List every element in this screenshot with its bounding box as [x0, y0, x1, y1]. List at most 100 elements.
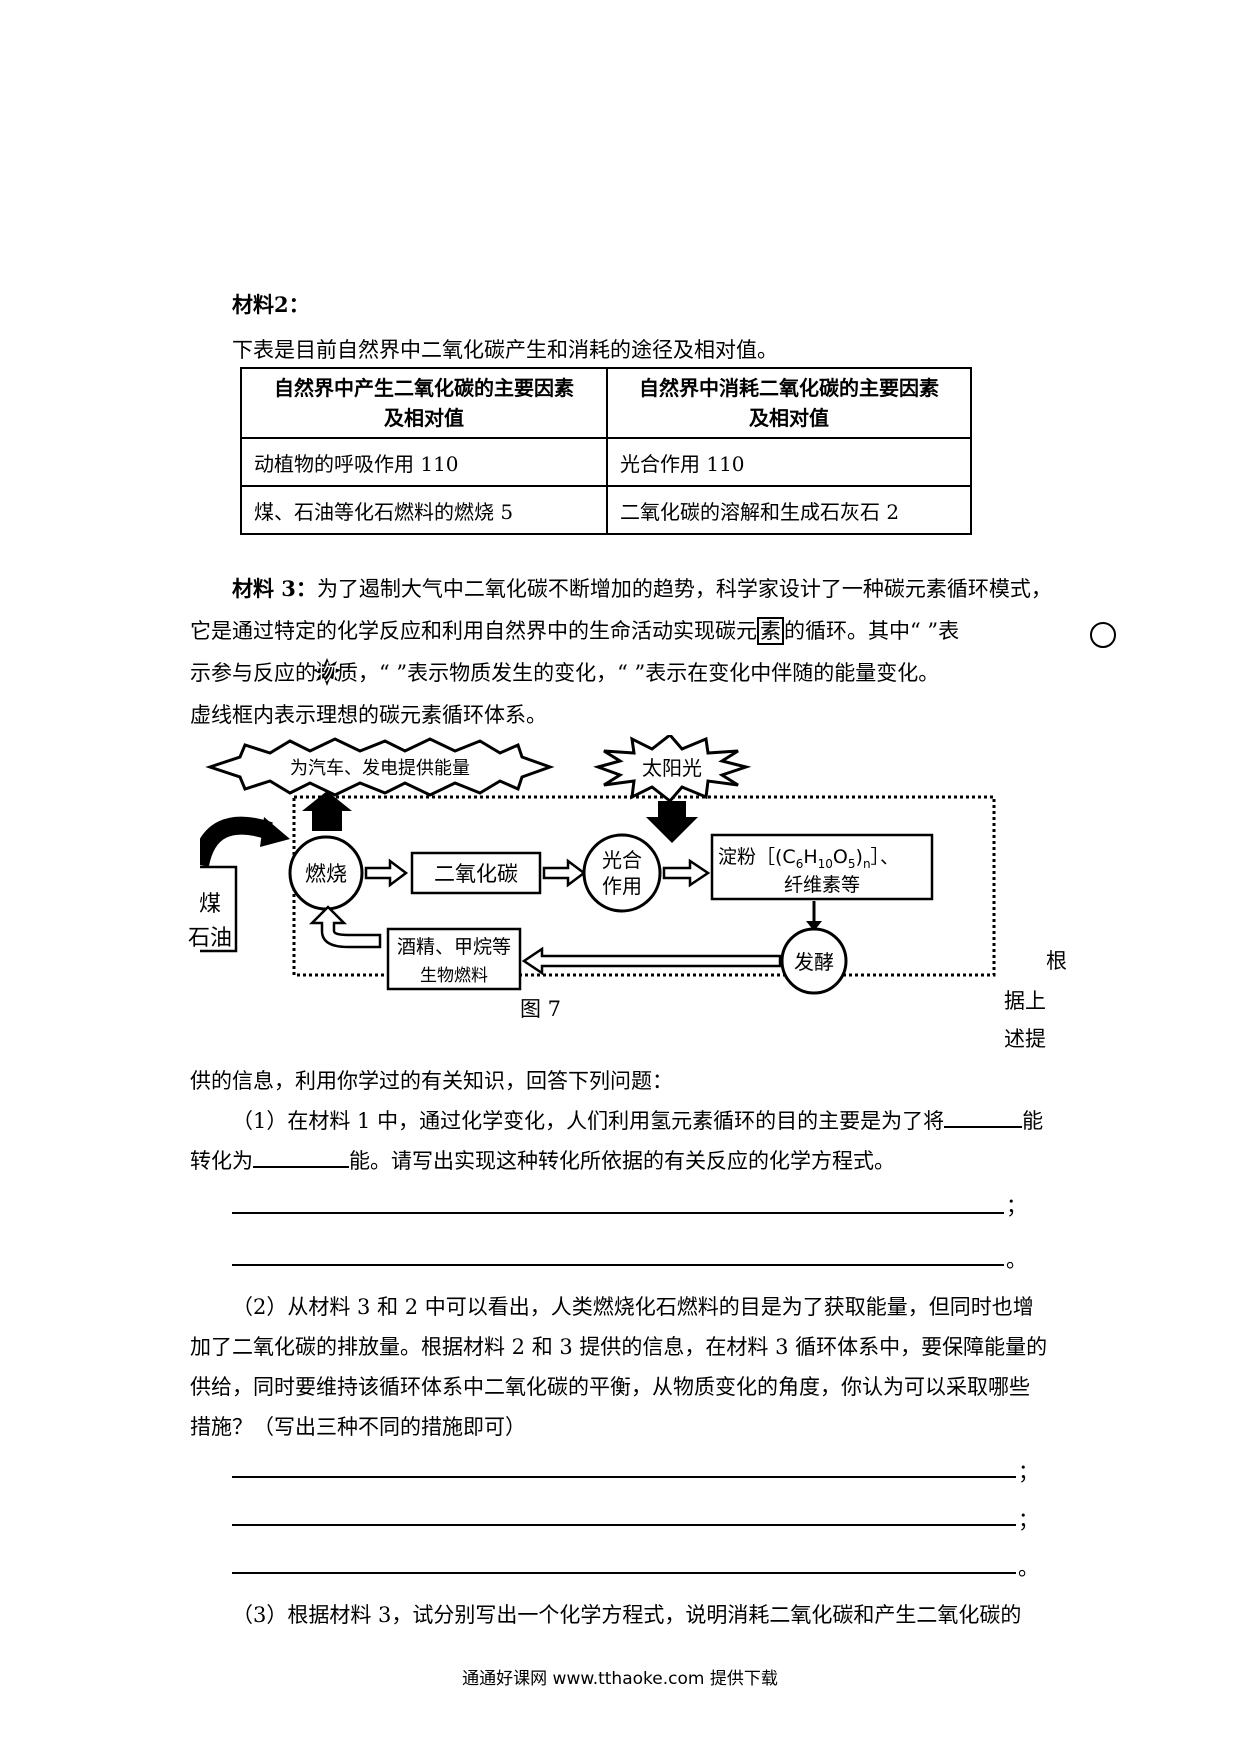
q1-end-2: 。 — [1006, 1248, 1027, 1272]
page-footer: 通通好课网 www.tthaoke.com 提供下载 — [462, 1669, 778, 1689]
q2-answer-line-3[interactable] — [232, 1572, 1016, 1574]
oil-text: 石油 — [187, 926, 232, 951]
q1-line1: （1）在材料 1 中，通过化学变化，人们利用氢元素循环的目的主要是为了将 能 — [232, 1104, 1043, 1138]
co2-text: 二氧化碳 — [434, 862, 518, 886]
figure-caption: 图 7 — [520, 997, 562, 1021]
ferment-text: 发酵 — [794, 950, 834, 974]
q1-answer-line-1[interactable] — [232, 1212, 1004, 1214]
energy-up-arrow — [302, 791, 352, 831]
header-produce-line2: 及相对值 — [384, 406, 464, 430]
energy-output-burst — [205, 737, 555, 797]
starburst-icon — [313, 658, 341, 686]
header-produce-line1: 自然界中产生二氧化碳的主要因素 — [274, 376, 574, 400]
fossil-fuel-curve-arrow — [200, 816, 273, 868]
arrow-biofuel-to-burn — [308, 905, 382, 949]
arrow-co2-to-photosynthesis — [542, 858, 587, 888]
burn-text: 燃烧 — [305, 862, 347, 886]
table-header-produce: 自然界中产生二氧化碳的主要因素 及相对值 — [240, 367, 608, 439]
coal-oil-labels: 煤 石油 — [184, 888, 236, 956]
photosynthesis-node — [582, 833, 662, 913]
energy-output-text: 为汽车、发电提供能量 — [290, 758, 470, 779]
material3-line3: 示参与反应的物质，“ ”表示物质发生的变化，“ ”表示在变化中伴随的能量变化。 — [190, 656, 939, 690]
starch-sub: n — [863, 857, 871, 871]
arrow-burn-to-co2 — [364, 858, 409, 888]
circle-icon — [1090, 622, 1116, 648]
sunlight-text: 太阳光 — [642, 756, 702, 780]
material3-text3b: 物 — [316, 661, 337, 685]
q1-text-b: 能 — [1022, 1109, 1044, 1133]
starch-part: ］、 — [871, 846, 900, 868]
arrow-photosynthesis-to-starch — [662, 858, 711, 888]
material3-line4: 虚线框内表示理想的碳元素循环体系。 — [190, 703, 547, 727]
material3-text3c: 质，“ ”表示物质发生的变化，“ ”表示在变化中伴随的能量变化。 — [337, 661, 940, 685]
material3-line1: 材料 3：为了遏制大气中二氧化碳不断增加的趋势，科学家设计了一种碳元素循环模式， — [232, 572, 1052, 606]
carbon-cycle-diagram: 为汽车、发电提供能量 太阳光 燃烧 二氧化碳 光合 作用 淀粉［(C6H10O5… — [200, 735, 996, 995]
q3-line1: （3）根据材料 3，试分别写出一个化学方程式，说明消耗二氧化碳和产生二氧化碳的 — [232, 1603, 1022, 1627]
q2-line1: （2）从材料 3 和 2 中可以看出，人类燃烧化石燃料的目是为了获取能量，但同时… — [232, 1295, 1034, 1319]
biofuel-text-2: 生物燃料 — [420, 966, 488, 986]
q1-line2: 转化为 能。请写出实现这种转化所依据的有关反应的化学方程式。 — [190, 1144, 895, 1178]
side-text-2: 据上 — [1004, 989, 1046, 1013]
ideal-cycle-frame — [292, 795, 996, 977]
header-consume-line2: 及相对值 — [749, 406, 829, 430]
table-header-consume: 自然界中消耗二氧化碳的主要因素 及相对值 — [606, 367, 972, 439]
side-text-1: 根 — [1046, 949, 1067, 973]
q2-line4: 措施？（写出三种不同的措施即可） — [190, 1415, 526, 1439]
biofuel-node — [386, 927, 522, 991]
photosynthesis-text-1: 光合 — [602, 848, 642, 872]
q1-text-c: 转化为 — [190, 1149, 253, 1173]
q2-answer-line-2[interactable] — [232, 1524, 1016, 1526]
table-cell: 煤、石油等化石燃料的燃烧 5 — [240, 485, 608, 535]
q2-end-3: 。 — [1018, 1556, 1039, 1580]
q2-end-1: ； — [1018, 1460, 1039, 1484]
starch-text: 淀粉［(C6H10O5)n］、 — [718, 846, 899, 871]
material2-heading: 材料2： — [232, 292, 310, 317]
q1-blank-2[interactable] — [253, 1144, 349, 1168]
material3-text3a: 示参与反应的 — [190, 661, 316, 685]
coal-oil-box — [200, 865, 238, 953]
table-row: 动植物的呼吸作用 110 光合作用 110 — [240, 437, 972, 487]
q2-line3: 供给，同时要维持该循环体系中二氧化碳的平衡，从物质变化的角度，你认为可以采取哪些 — [190, 1375, 1030, 1399]
starch-node — [710, 833, 934, 901]
sun-down-arrow — [646, 801, 698, 843]
sample-substance-box: 素 — [757, 617, 784, 645]
q1-blank-1[interactable] — [944, 1104, 1023, 1128]
material3-line2: 它是通过特定的化学反应和利用自然界中的生命活动实现碳元素的循环。其中“ ”表 — [190, 614, 959, 648]
material3-text1: 为了遏制大气中二氧化碳不断增加的趋势，科学家设计了一种碳元素循环模式， — [316, 577, 1052, 601]
material2-intro: 下表是目前自然界中二氧化碳产生和消耗的途径及相对值。 — [232, 338, 778, 362]
co2-node — [410, 851, 542, 895]
starch-sub: 5 — [848, 857, 856, 871]
arrow-ferment-to-biofuel — [521, 946, 782, 976]
q1-text-a: （1）在材料 1 中，通过化学变化，人们利用氢元素循环的目的主要是为了将 — [232, 1109, 945, 1133]
co2-table: 自然界中产生二氧化碳的主要因素 及相对值 自然界中消耗二氧化碳的主要因素 及相对… — [240, 367, 972, 535]
sunlight-burst — [593, 735, 752, 804]
header-consume-line1: 自然界中消耗二氧化碳的主要因素 — [639, 376, 939, 400]
table-cell: 二氧化碳的溶解和生成石灰石 2 — [606, 485, 972, 535]
coal-text: 煤 — [198, 892, 221, 917]
q2-line2: 加了二氧化碳的排放量。根据材料 2 和 3 提供的信息，在材料 3 循环体系中，… — [190, 1335, 1048, 1359]
starch-sub: 10 — [818, 857, 833, 871]
material3-text2c: 的循环。其中“ ”表 — [784, 619, 960, 643]
q1-answer-line-2[interactable] — [232, 1264, 1004, 1266]
starch-part: ) — [856, 846, 863, 868]
table-cell: 光合作用 110 — [606, 437, 972, 487]
biofuel-text-1: 酒精、甲烷等 — [397, 936, 511, 958]
material3-text2a: 它是通过特定的化学反应和利用自然界中的生命活动实现碳元 — [190, 619, 757, 643]
fossil-fuel-arrowhead — [260, 817, 290, 847]
starch-part: H — [803, 846, 817, 868]
questions-intro: 供的信息，利用你学过的有关知识，回答下列问题： — [190, 1069, 673, 1093]
photosynthesis-text-2: 作用 — [602, 874, 642, 898]
cellulose-text: 纤维素等 — [784, 874, 860, 896]
starch-sub: 6 — [796, 857, 804, 871]
table-header-row: 自然界中产生二氧化碳的主要因素 及相对值 自然界中消耗二氧化碳的主要因素 及相对… — [240, 367, 972, 439]
arrow-starch-to-ferment-head — [806, 921, 822, 931]
q2-end-2: ； — [1018, 1508, 1039, 1532]
q2-answer-line-1[interactable] — [232, 1476, 1016, 1478]
starch-part: 淀粉［(C — [718, 846, 796, 868]
side-text-3: 述提 — [1004, 1027, 1046, 1051]
q1-end-1: ； — [1006, 1194, 1027, 1218]
sample-energy-star: 物 — [313, 656, 341, 690]
starch-part: O — [833, 846, 848, 868]
q1-text-d: 能。请写出实现这种转化所依据的有关反应的化学方程式。 — [349, 1149, 895, 1173]
material3-label: 材料 3： — [232, 576, 317, 601]
